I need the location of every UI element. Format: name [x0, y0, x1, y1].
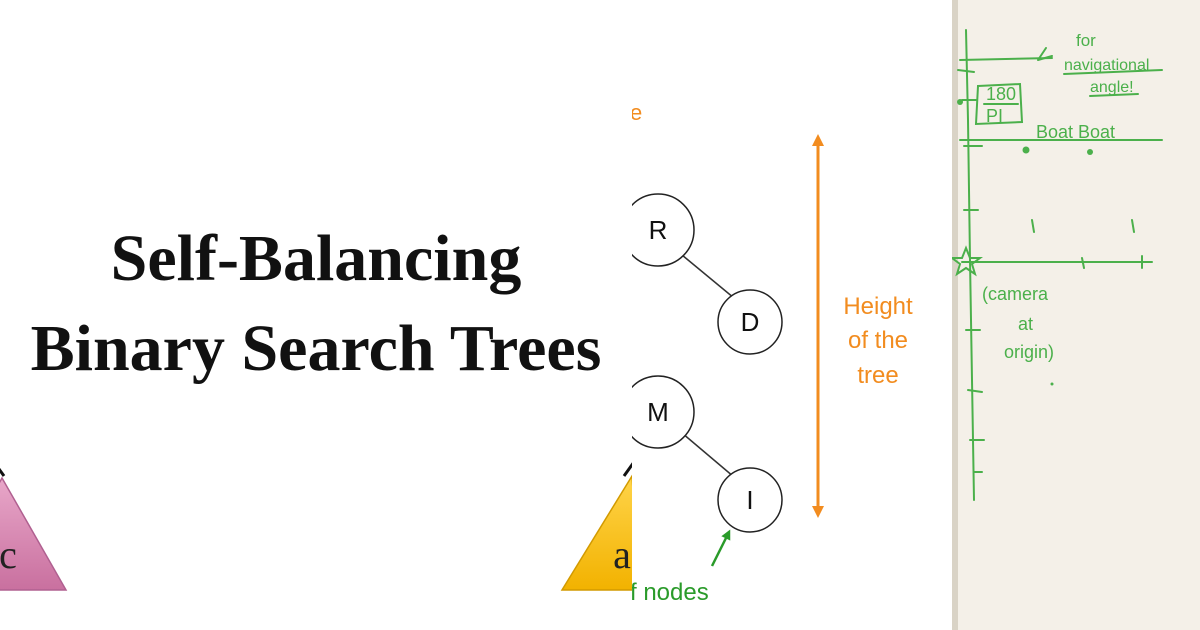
- top-horizontal-line: [959, 57, 1053, 61]
- edge-r-d: [681, 254, 735, 299]
- note-text-angle: angle!: [1090, 79, 1134, 96]
- tree-node-m: M: [632, 375, 695, 449]
- tree-node-r: R: [632, 193, 695, 267]
- subtree-c-triangle: c: [0, 467, 68, 591]
- tree-node-d: D: [717, 289, 783, 355]
- title-slide-panel: Self-Balancing Binary Search Trees c a: [0, 222, 632, 591]
- node-d-label: D: [741, 307, 760, 337]
- height-label-line-3: tree: [857, 362, 898, 389]
- height-label-line-1: Height: [843, 293, 913, 320]
- note-text-for: for: [1076, 31, 1096, 50]
- handwritten-note-panel: for navigational angle! 180 PI Boat Boat…: [952, 0, 1200, 630]
- tree-height-panel: e R D M I Height of the tree f nodes: [632, 0, 952, 630]
- fraction-denominator: PI: [986, 106, 1003, 126]
- node-i-label: I: [746, 485, 753, 515]
- slide-title-line-2: Binary Search Trees: [30, 312, 602, 385]
- sketch-marks: [952, 99, 1093, 386]
- handwritten-sketch: for navigational angle! 180 PI Boat Boat…: [952, 0, 1200, 630]
- boat-dot-2: [1087, 149, 1093, 155]
- star-icon: [952, 245, 983, 277]
- node-m-label: M: [647, 397, 669, 427]
- note-underline: [1063, 69, 1163, 97]
- subtree-triangles: c a: [0, 462, 632, 591]
- node-count-arrow: [710, 529, 731, 567]
- boat-label: Boat Boat: [1036, 122, 1115, 142]
- slide-title-line-1: Self-Balancing: [110, 222, 522, 295]
- note-arrow: [1037, 47, 1053, 61]
- subtree-a-triangle: a: [560, 462, 632, 591]
- vertical-axis-line: [965, 29, 975, 501]
- tree-node-i: I: [717, 467, 783, 533]
- node-count-label: f nodes: [632, 579, 709, 606]
- boat-dot-1: [1022, 146, 1030, 154]
- note-text-navigational: navigational: [1064, 57, 1149, 74]
- tree-height-diagram: e R D M I Height of the tree f nodes: [632, 100, 913, 606]
- height-label-line-2: of the: [848, 327, 908, 354]
- camera-text-line-2: at: [1018, 314, 1033, 334]
- fraction-box: [974, 82, 1024, 126]
- fraction-numerator: 180: [986, 84, 1016, 104]
- node-r-label: R: [649, 215, 668, 245]
- subtree-a-label: a: [613, 532, 631, 577]
- height-label: Height of the tree: [843, 293, 913, 389]
- edge-m-i: [681, 432, 735, 478]
- cropped-label-fragment: e: [632, 100, 642, 125]
- subtree-c-label: c: [0, 532, 17, 577]
- camera-text-line-1: (camera: [982, 284, 1049, 304]
- handwritten-text: for navigational angle! 180 PI Boat Boat…: [982, 31, 1149, 362]
- camera-text-line-3: origin): [1004, 342, 1054, 362]
- sketch-lines: [957, 29, 1163, 501]
